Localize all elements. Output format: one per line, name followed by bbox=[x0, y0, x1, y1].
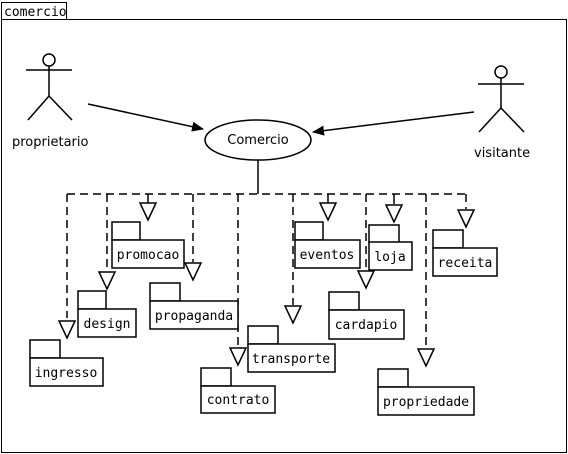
association-visitante bbox=[312, 111, 475, 136]
package-label: ingresso bbox=[35, 366, 98, 381]
package-label: cardapio bbox=[335, 318, 398, 333]
package-promocao[interactable]: promocao bbox=[111, 221, 185, 269]
frame-title: comercio bbox=[4, 5, 67, 20]
actor-visitante[interactable] bbox=[478, 65, 525, 133]
arrowhead-design bbox=[97, 271, 117, 291]
package-label: propaganda bbox=[155, 309, 233, 324]
package-label: loja bbox=[374, 250, 405, 265]
actor-proprietario[interactable] bbox=[26, 53, 73, 121]
actor-head bbox=[494, 65, 508, 79]
package-label: contrato bbox=[207, 393, 270, 408]
dependency-arrowheads bbox=[57, 202, 476, 368]
association-proprietario bbox=[87, 103, 204, 132]
arrowhead-propriedade bbox=[416, 348, 436, 368]
arrowhead-ingresso bbox=[57, 320, 77, 340]
arrowhead-propaganda bbox=[183, 262, 203, 282]
package-label: receita bbox=[438, 256, 493, 271]
package-ingresso[interactable]: ingresso bbox=[29, 339, 104, 387]
actor-head bbox=[42, 53, 56, 67]
arrowhead-loja bbox=[384, 204, 404, 224]
package-label: design bbox=[84, 317, 131, 332]
dependency-lines bbox=[66, 160, 467, 348]
actor-label-visitante: visitante bbox=[474, 146, 530, 161]
package-transporte[interactable]: transporte bbox=[247, 325, 336, 373]
arrowhead-cardapio bbox=[356, 270, 376, 290]
frame-tab bbox=[1, 2, 67, 20]
package-design[interactable]: design bbox=[77, 290, 137, 338]
package-cardapio[interactable]: cardapio bbox=[328, 291, 405, 340]
package-eventos[interactable]: eventos bbox=[294, 221, 361, 269]
package-label: promocao bbox=[117, 248, 180, 263]
package-label: transporte bbox=[252, 352, 330, 367]
package-label: eventos bbox=[300, 248, 355, 263]
arrowhead-promocao bbox=[138, 202, 158, 222]
package-loja[interactable]: loja bbox=[368, 224, 413, 271]
usecase-comercio[interactable]: Comercio bbox=[204, 119, 312, 161]
usecase-label: Comercio bbox=[227, 133, 289, 148]
package-propriedade[interactable]: propriedade bbox=[377, 368, 475, 416]
arrowhead-contrato bbox=[228, 347, 248, 367]
package-receita[interactable]: receita bbox=[432, 229, 498, 277]
package-contrato[interactable]: contrato bbox=[200, 367, 276, 414]
package-label: propriedade bbox=[383, 395, 469, 410]
actor-label-proprietario: proprietario bbox=[12, 135, 88, 150]
arrowhead-transporte bbox=[283, 305, 303, 325]
arrowhead-receita bbox=[456, 209, 476, 229]
package-propaganda[interactable]: propaganda bbox=[149, 282, 239, 330]
arrowhead-eventos bbox=[318, 202, 338, 222]
